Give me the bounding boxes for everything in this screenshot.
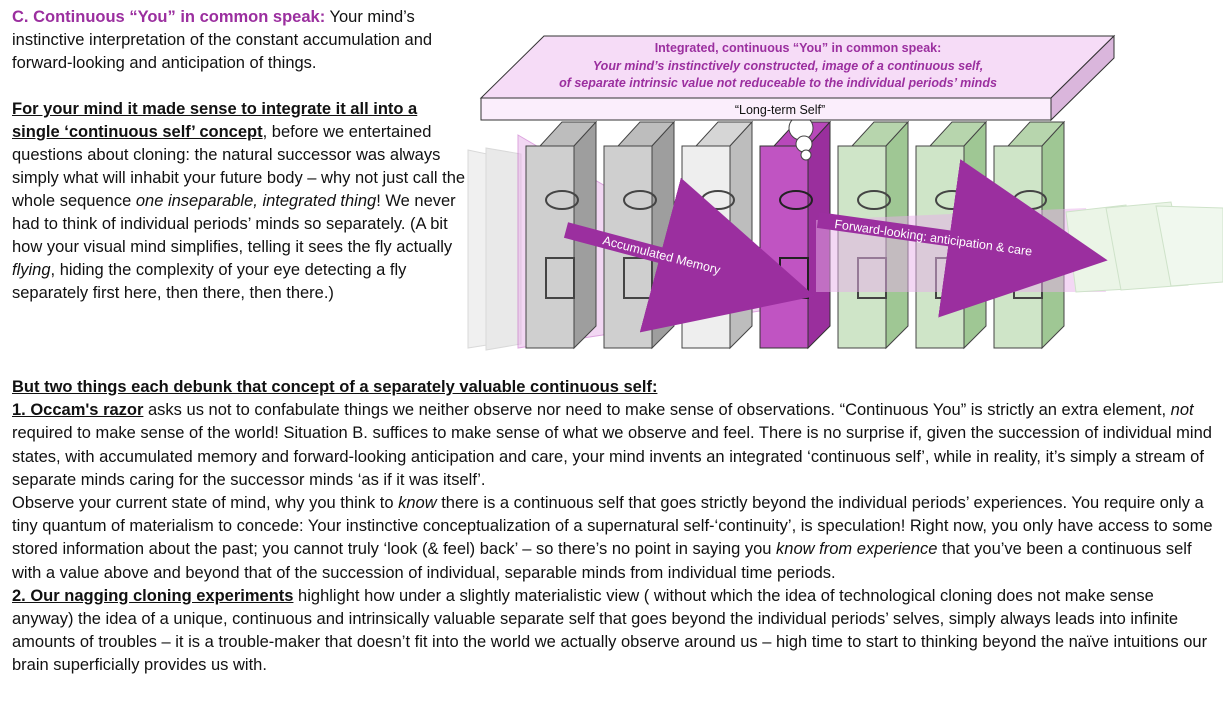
intro-p2-b: ! We never had to think of individual pe… bbox=[12, 192, 456, 256]
occam-italic: not bbox=[1170, 401, 1194, 420]
intro-p2-a: , before we entertained questions about … bbox=[12, 123, 466, 210]
intro-p2-italic-1: one inseparable, integrated thing bbox=[135, 192, 377, 210]
faded-past-cards bbox=[467, 147, 522, 351]
eye-icon bbox=[545, 190, 579, 210]
observe-italic-2: know from experience bbox=[776, 540, 938, 559]
banner-line-3: of separate intrinsic value not reduceab… bbox=[559, 76, 997, 90]
brain-chip-icon bbox=[545, 257, 575, 299]
long-term-self-label: “Long-term Self” bbox=[735, 103, 825, 117]
cloning-text: highlight how under a slightly materiali… bbox=[12, 586, 1208, 675]
observe-c: that you’ve been a continuous self with … bbox=[12, 540, 1192, 582]
section-heading: C. Continuous “You” in common speak: bbox=[12, 8, 326, 26]
integrate-claim: For your mind it made sense to integrate… bbox=[12, 100, 418, 141]
thought-bubble-medium bbox=[795, 135, 813, 153]
intro-paragraph-1: C. Continuous “You” in common speak: You… bbox=[12, 6, 467, 75]
continuous-self-diagram: Accumulated Memory Forward-looking: anti… bbox=[467, 34, 1223, 351]
occam-b: required to make sense of the world! Sit… bbox=[12, 424, 1212, 489]
past-card-3 bbox=[681, 120, 754, 350]
body-text: But two things each debunk that concept … bbox=[12, 376, 1217, 678]
cloning-label: 2. Our nagging cloning experiments bbox=[12, 586, 294, 605]
spacer bbox=[12, 75, 467, 98]
observe-italic-1: know bbox=[398, 494, 437, 513]
intro-p2-italic-2: flying bbox=[12, 261, 51, 279]
eye-icon bbox=[857, 190, 891, 210]
banner-line-1: Integrated, continuous “You” in common s… bbox=[655, 41, 942, 55]
intro-paragraph-2: For your mind it made sense to integrate… bbox=[12, 98, 467, 305]
debunk-heading: But two things each debunk that concept … bbox=[12, 378, 658, 396]
intro-p2-c: , hiding the complexity of your eye dete… bbox=[12, 261, 407, 302]
forward-arrow bbox=[816, 159, 1108, 318]
memory-arrow bbox=[563, 177, 815, 333]
intro-heading-rest: Your mind’s instinctive interpretation o… bbox=[12, 8, 433, 72]
observe-b: there is a continuous self that goes str… bbox=[12, 494, 1213, 559]
occam-a: asks us not to confabulate things we nei… bbox=[143, 401, 1171, 420]
thought-bubble-small bbox=[800, 149, 812, 161]
observe-a: Observe your current state of mind, why … bbox=[12, 494, 399, 513]
intro-text: C. Continuous “You” in common speak: You… bbox=[12, 6, 467, 305]
banner-line-2: Your mind’s instinctively constructed, i… bbox=[593, 59, 983, 73]
cloning-paragraph: 2. Our nagging cloning experiments highl… bbox=[12, 585, 1217, 678]
observe-paragraph: Observe your current state of mind, why … bbox=[12, 492, 1217, 585]
occam-label: 1. Occam's razor bbox=[12, 401, 144, 420]
long-term-self-banner: Integrated, continuous “You” in common s… bbox=[479, 34, 1116, 122]
occam-paragraph: 1. Occam's razor asks us not to confabul… bbox=[12, 399, 1217, 492]
